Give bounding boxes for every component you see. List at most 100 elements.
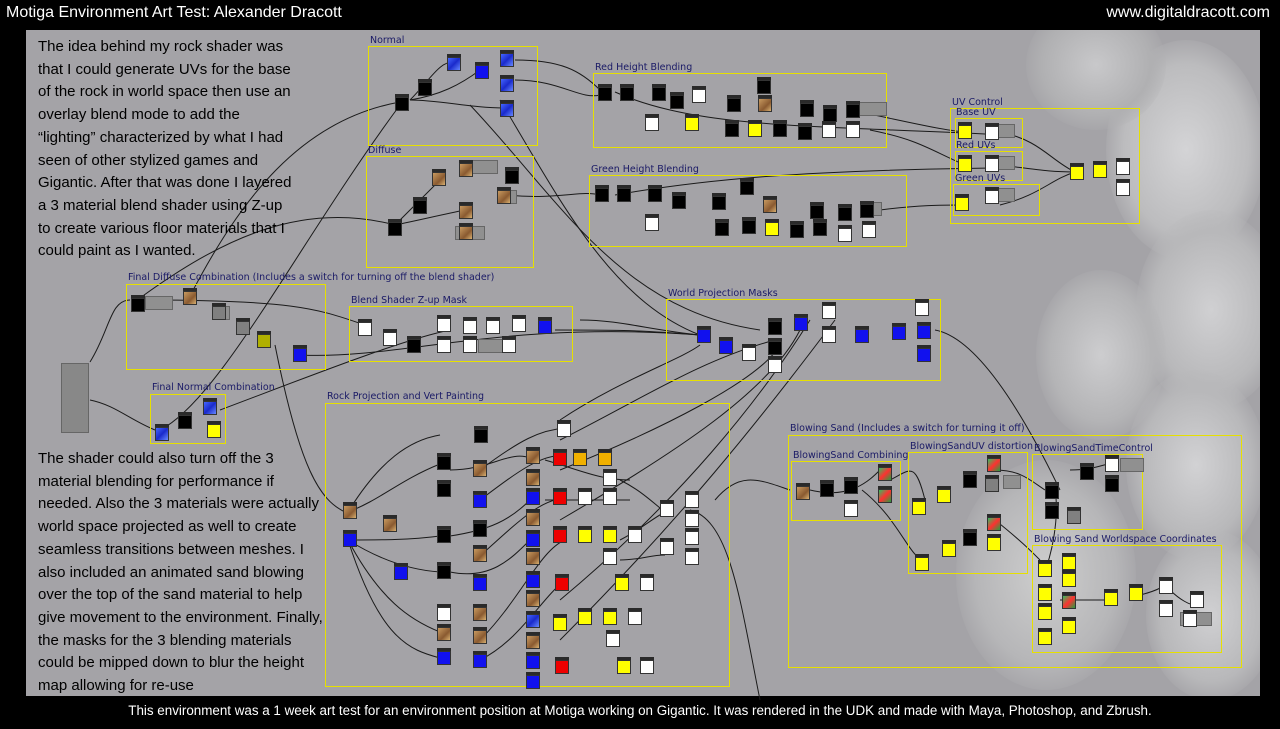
material-node[interactable] — [473, 627, 487, 644]
material-node[interactable] — [526, 530, 540, 547]
material-node[interactable] — [473, 574, 487, 591]
material-node[interactable] — [958, 155, 972, 172]
material-node[interactable] — [473, 545, 487, 562]
material-node[interactable] — [958, 122, 972, 139]
material-node[interactable] — [395, 94, 409, 111]
material-node[interactable] — [617, 657, 631, 674]
material-node[interactable] — [473, 460, 487, 477]
material-node[interactable] — [578, 488, 592, 505]
material-node[interactable] — [987, 534, 1001, 551]
material-node[interactable] — [578, 608, 592, 625]
material-node[interactable] — [1045, 482, 1059, 499]
material-node[interactable] — [844, 477, 858, 494]
material-node[interactable] — [794, 314, 808, 331]
material-node[interactable] — [660, 538, 674, 555]
material-node[interactable] — [763, 196, 777, 213]
material-node[interactable] — [526, 488, 540, 505]
node-parameter-bar[interactable] — [478, 339, 504, 353]
material-node[interactable] — [742, 344, 756, 361]
material-node[interactable] — [768, 356, 782, 373]
material-node[interactable] — [912, 498, 926, 515]
material-node[interactable] — [203, 398, 217, 415]
group-base-uv[interactable] — [955, 118, 1023, 148]
material-output-node[interactable] — [61, 363, 89, 433]
material-node[interactable] — [765, 219, 779, 236]
material-node[interactable] — [437, 648, 451, 665]
material-node[interactable] — [257, 331, 271, 348]
material-node[interactable] — [1105, 475, 1119, 492]
material-node[interactable] — [1105, 455, 1119, 472]
material-node[interactable] — [917, 345, 931, 362]
material-node[interactable] — [497, 187, 511, 204]
material-node[interactable] — [648, 185, 662, 202]
material-node[interactable] — [437, 526, 451, 543]
material-node[interactable] — [526, 611, 540, 628]
node-parameter-bar[interactable] — [145, 296, 173, 310]
material-node[interactable] — [293, 345, 307, 362]
group-final-normal[interactable] — [150, 394, 226, 444]
material-node[interactable] — [502, 336, 516, 353]
material-node[interactable] — [512, 315, 526, 332]
material-node[interactable] — [526, 469, 540, 486]
material-node[interactable] — [758, 95, 772, 112]
material-node[interactable] — [670, 92, 684, 109]
material-node[interactable] — [1067, 507, 1081, 524]
material-node[interactable] — [790, 221, 804, 238]
material-node[interactable] — [553, 449, 567, 466]
material-node[interactable] — [742, 217, 756, 234]
material-node[interactable] — [578, 526, 592, 543]
material-node[interactable] — [1038, 584, 1052, 601]
material-node[interactable] — [358, 319, 372, 336]
material-node[interactable] — [475, 62, 489, 79]
material-node[interactable] — [862, 221, 876, 238]
material-node[interactable] — [505, 167, 519, 184]
material-node[interactable] — [447, 54, 461, 71]
material-node[interactable] — [500, 100, 514, 117]
material-node[interactable] — [798, 123, 812, 140]
material-node[interactable] — [343, 530, 357, 547]
material-node[interactable] — [1116, 158, 1130, 175]
material-node[interactable] — [813, 219, 827, 236]
group-normal[interactable] — [368, 46, 538, 146]
material-node[interactable] — [1062, 617, 1076, 634]
material-node[interactable] — [838, 204, 852, 221]
group-bs-worldspace[interactable] — [1032, 545, 1222, 653]
material-node[interactable] — [685, 528, 699, 545]
material-node[interactable] — [823, 105, 837, 122]
material-node[interactable] — [1159, 600, 1173, 617]
material-node[interactable] — [437, 315, 451, 332]
material-node[interactable] — [236, 318, 250, 335]
material-node[interactable] — [598, 84, 612, 101]
group-uv-control[interactable] — [950, 108, 1140, 224]
material-node[interactable] — [615, 574, 629, 591]
node-parameter-bar[interactable] — [1120, 458, 1144, 472]
material-node[interactable] — [606, 630, 620, 647]
material-node[interactable] — [1159, 577, 1173, 594]
material-node[interactable] — [727, 95, 741, 112]
material-node[interactable] — [598, 449, 612, 466]
material-node[interactable] — [603, 526, 617, 543]
material-node[interactable] — [645, 214, 659, 231]
group-diffuse[interactable] — [366, 156, 534, 268]
material-node[interactable] — [437, 562, 451, 579]
material-node[interactable] — [617, 185, 631, 202]
material-node[interactable] — [955, 194, 969, 211]
material-node[interactable] — [985, 187, 999, 204]
material-node[interactable] — [573, 449, 587, 466]
group-blowing-sand[interactable] — [788, 435, 1242, 668]
material-node[interactable] — [822, 121, 836, 138]
material-node[interactable] — [878, 486, 892, 503]
material-node[interactable] — [486, 317, 500, 334]
material-node[interactable] — [553, 526, 567, 543]
material-node[interactable] — [555, 657, 569, 674]
material-node[interactable] — [473, 520, 487, 537]
material-node[interactable] — [640, 574, 654, 591]
material-node[interactable] — [473, 651, 487, 668]
material-node[interactable] — [740, 178, 754, 195]
material-node[interactable] — [796, 483, 810, 500]
material-node[interactable] — [603, 469, 617, 486]
group-green-uvs[interactable] — [953, 184, 1040, 216]
material-node[interactable] — [526, 548, 540, 565]
material-node[interactable] — [620, 84, 634, 101]
material-node[interactable] — [183, 288, 197, 305]
